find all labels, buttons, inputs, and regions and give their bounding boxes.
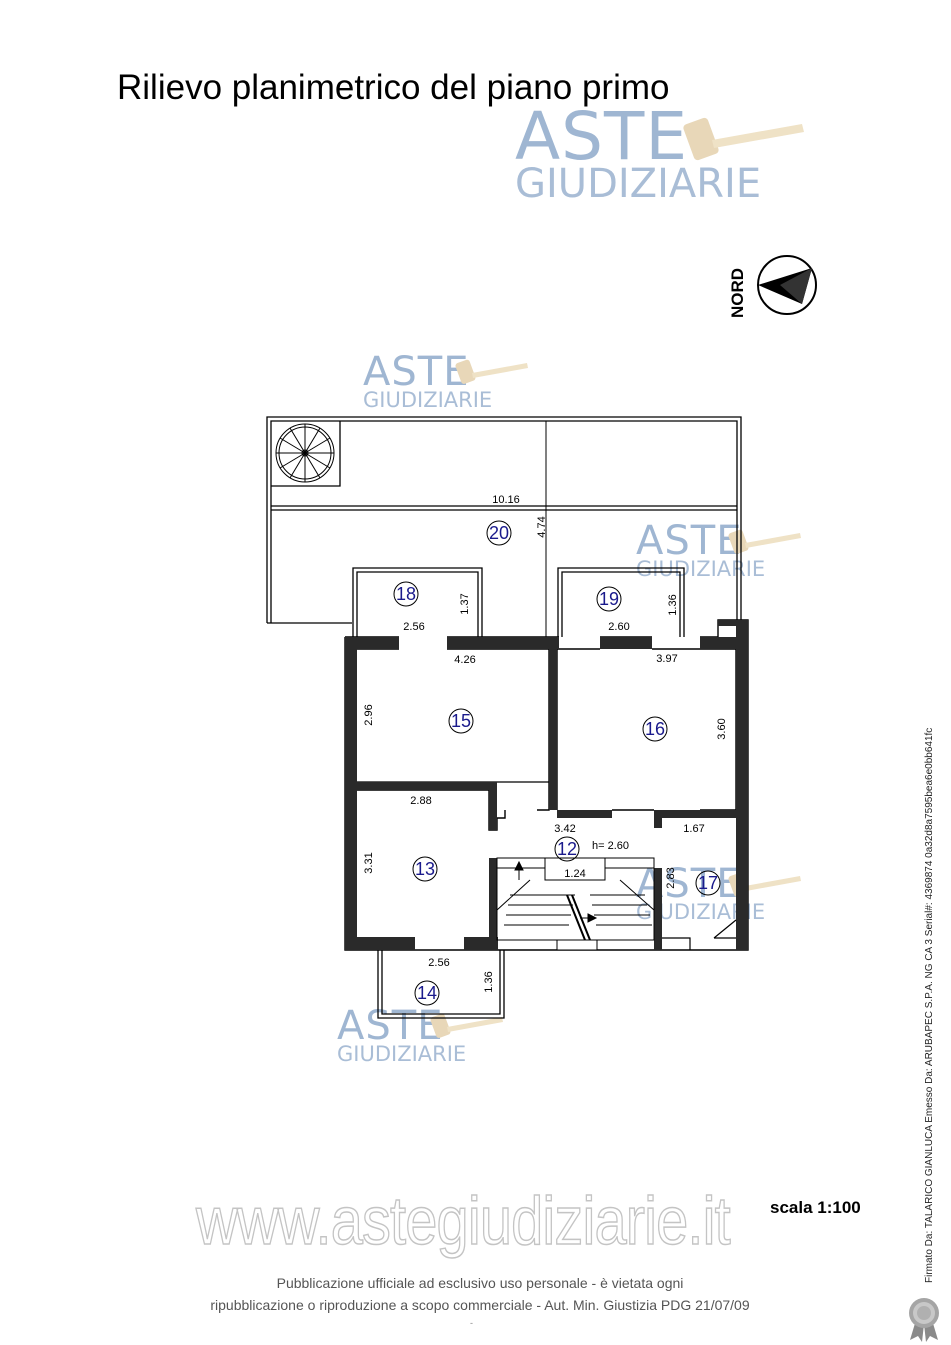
dim-14-width: 2.56 [428,957,449,969]
room-number: 15 [451,711,471,731]
watermark-line2: GIUDIZIARIE [636,557,766,581]
main-walls [344,619,749,951]
dim-16-width: 3.97 [656,653,677,665]
digital-signature: Firmato Da: TALARICO GIANLUCA Emesso Da:… [924,727,935,1283]
page-title: Rilievo planimetrico del piano primo [117,68,670,107]
dim-15-height: 2.96 [363,704,375,725]
dim-15-width: 4.26 [454,654,475,666]
footer-mark: - [470,1318,473,1328]
room-number: 17 [698,873,718,893]
room-14: 14 [414,980,440,1006]
dim-12-height: h= 2.60 [592,840,629,852]
room-number: 13 [415,859,435,879]
gavel-icon [455,359,528,384]
room-number: 19 [599,589,619,609]
seal-icon [909,1298,939,1342]
gavel-icon [683,117,804,161]
watermark-line1: ASTE [363,349,470,395]
watermark-line1: ASTE [636,518,743,564]
dim-12-width: 3.42 [554,823,575,835]
watermark-line1: ASTE [515,98,689,175]
watermark-aste-3: ASTE GIUDIZIARIE [636,521,765,580]
gavel-icon [728,529,801,554]
watermark-aste-2: ASTE GIUDIZIARIE [363,352,492,411]
spiral-staircase [275,423,335,483]
north-arrow-icon [757,255,817,315]
room-number: 12 [557,839,577,859]
room-labels: 20 18 19 15 16 13 12 17 [393,520,721,1006]
room-17: 17 [695,870,721,896]
dim-16-height: 3.60 [716,718,728,739]
room-number: 20 [489,523,509,543]
dim-18-width: 2.56 [403,621,424,633]
watermark-aste-5: ASTE GIUDIZIARIE [337,1006,466,1065]
publication-notice-line1: Pubblicazione ufficiale ad esclusivo uso… [276,1275,684,1291]
watermark-line2: GIUDIZIARIE [363,388,493,412]
dim-13-height: 3.31 [363,852,375,873]
room-16: 16 [642,716,668,742]
watermark-line2: GIUDIZIARIE [515,161,762,207]
balcony-14 [377,950,505,1019]
dim-19-height: 1.36 [667,594,679,615]
room-number: 14 [417,983,437,1003]
watermark-line2: GIUDIZIARIE [636,900,766,924]
room-18: 18 [393,581,419,607]
balconies [352,567,685,637]
room-19: 19 [596,586,622,612]
website-watermark: www.astegiudiziarie.it [195,1182,731,1260]
dim-13-width: 2.88 [410,795,431,807]
room-15: 15 [448,708,474,734]
publication-notice-line2: ripubblicazione o riproduzione a scopo c… [210,1297,750,1313]
gavel-icon [430,1013,503,1038]
room-13: 13 [412,856,438,882]
room-number: 16 [645,719,665,739]
dim-20-width: 10.16 [492,494,520,506]
dim-17-width: 1.67 [683,823,704,835]
dim-20-height: 4.74 [536,516,548,537]
dim-18-height: 1.37 [459,593,471,614]
terrace-outline [266,416,742,637]
scale-label: scala 1:100 [770,1198,861,1217]
room-12: 12 [554,836,580,862]
dim-12-stair: 1.24 [564,868,585,880]
watermark-aste-main: ASTE GIUDIZIARIE [515,98,762,207]
watermark-line1: ASTE [337,1003,444,1049]
room-number: 18 [396,584,416,604]
dim-19-width: 2.60 [608,621,629,633]
dim-17-height: 2.83 [665,867,677,888]
dimension-labels: 10.16 4.74 2.56 1.37 2.60 1.36 4.26 2.96… [363,494,728,993]
dim-14-height: 1.36 [483,971,495,992]
room-20: 20 [486,520,512,546]
watermark-line2: GIUDIZIARIE [337,1042,467,1066]
